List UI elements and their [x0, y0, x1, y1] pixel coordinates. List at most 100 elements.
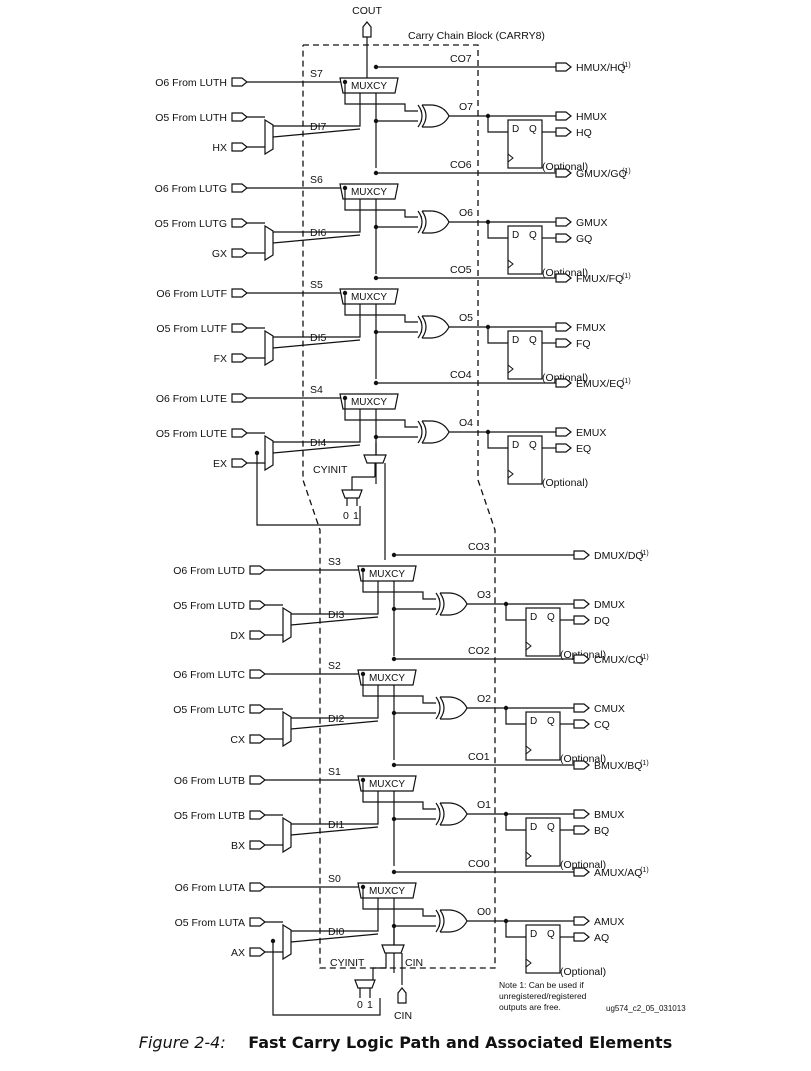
junction-dot: [391, 552, 397, 558]
ff-clock-mark: [525, 958, 532, 968]
x-label: FX: [214, 353, 227, 365]
muxcy-label: MUXCY: [369, 779, 405, 790]
muxcy-label: MUXCY: [351, 397, 387, 408]
cyinit-select-mux-upper: [341, 489, 363, 499]
o5-label: O5 From LUTD: [173, 600, 245, 612]
xor-gate: [435, 696, 468, 720]
muxcy: [339, 183, 399, 200]
x-label: HX: [212, 142, 227, 154]
cin-label: CIN: [394, 1010, 412, 1022]
ff-d-label: D: [512, 335, 519, 346]
ff-q-label: Q: [529, 124, 537, 135]
mux-port: [555, 217, 572, 227]
co-port: [573, 654, 590, 664]
s-label: S5: [310, 279, 323, 291]
ff-clock-mark: [525, 745, 532, 755]
co-label: CO4: [450, 369, 472, 381]
co-label: CO5: [450, 264, 472, 276]
o5-x-select-mux: [282, 606, 292, 644]
x-port: [231, 458, 248, 468]
select-zero: 0: [343, 510, 349, 522]
mux-port: [555, 111, 572, 121]
o-label: O6: [459, 207, 473, 219]
o6-label: O6 From LUTF: [156, 288, 227, 300]
o-label: O5: [459, 312, 473, 324]
o6-label: O6 From LUTA: [175, 882, 245, 894]
figure-caption: Figure 2-4: Fast Carry Logic Path and As…: [0, 1033, 811, 1053]
x-label: AX: [231, 947, 245, 959]
ff-d-label: D: [530, 612, 537, 623]
carry-block-outline: [302, 44, 496, 969]
o5-x-select-mux: [282, 816, 292, 854]
o-to-ff: [505, 921, 526, 938]
s-to-xor: [362, 674, 440, 704]
o5-port: [231, 428, 248, 438]
mux-label: HMUX: [576, 111, 607, 123]
cyinit-label-upper: CYINIT: [313, 464, 348, 476]
select-zero-lower: 0: [357, 999, 363, 1011]
cout-port: [362, 21, 372, 38]
xor-gate: [417, 420, 450, 444]
di-label: DI3: [328, 609, 345, 621]
footnote-mark: (1): [640, 550, 649, 557]
o5-port: [231, 112, 248, 122]
xor-gate: [417, 210, 450, 234]
flip-flop: [507, 330, 543, 380]
footnote-line: Note 1: Can be used if: [499, 980, 584, 990]
mux-out-label: CMUX/CQ: [594, 654, 644, 666]
q-port: [573, 719, 590, 729]
optional-label: (Optional): [542, 477, 588, 489]
footnote-mark: (1): [622, 273, 631, 280]
di-label: DI7: [310, 121, 327, 133]
cyinit-mux-upper: [363, 454, 387, 464]
muxcy-label: MUXCY: [351, 292, 387, 303]
footnote-line: unregistered/registered: [499, 991, 587, 1001]
o6-port: [249, 882, 266, 892]
x-port: [231, 248, 248, 258]
cout-label: COUT: [352, 5, 382, 17]
xor-gate: [435, 802, 468, 826]
optional-label: (Optional): [560, 859, 606, 871]
o-to-ff: [505, 814, 526, 831]
o6-port: [231, 183, 248, 193]
muxcy-label: MUXCY: [351, 81, 387, 92]
mux-port: [573, 703, 590, 713]
xor-gate: [417, 104, 450, 128]
flip-flop: [525, 711, 561, 761]
mux-label: GMUX: [576, 217, 608, 229]
o5-x-select-mux: [282, 710, 292, 748]
s-label: S4: [310, 384, 323, 396]
ff-q-label: Q: [529, 230, 537, 241]
footnote-mark: (1): [640, 760, 649, 767]
o-label: O2: [477, 693, 491, 705]
flip-flop: [507, 225, 543, 275]
o6-label: O6 From LUTC: [173, 669, 245, 681]
figure-id: ug574_c2_05_031013: [606, 1004, 686, 1013]
mux-out-label: EMUX/EQ: [576, 378, 624, 390]
cyinit-label-lower: CYINIT: [330, 957, 365, 969]
o6-port: [231, 288, 248, 298]
x-label: DX: [230, 630, 245, 642]
mux-label: CMUX: [594, 703, 625, 715]
cyinit-cin-label: CIN: [405, 957, 423, 969]
co-label: CO3: [468, 541, 490, 553]
o-label: O4: [459, 417, 473, 429]
q-label: GQ: [576, 233, 592, 245]
optional-label: (Optional): [560, 753, 606, 765]
o-to-ff: [505, 604, 526, 621]
q-label: BQ: [594, 825, 609, 837]
s-label: S6: [310, 174, 323, 186]
o-label: O7: [459, 101, 473, 113]
x-label: CX: [230, 734, 245, 746]
di-label: DI0: [328, 926, 345, 938]
q-label: CQ: [594, 719, 610, 731]
ff-clock-mark: [507, 364, 514, 374]
junction-dot: [373, 275, 379, 281]
di-wire-a: [272, 444, 361, 454]
o5-port: [249, 704, 266, 714]
o5-x-select-mux: [264, 329, 274, 367]
figure-number: Figure 2-4:: [138, 1033, 226, 1052]
mux-port: [573, 599, 590, 609]
co-label: CO0: [468, 858, 490, 870]
